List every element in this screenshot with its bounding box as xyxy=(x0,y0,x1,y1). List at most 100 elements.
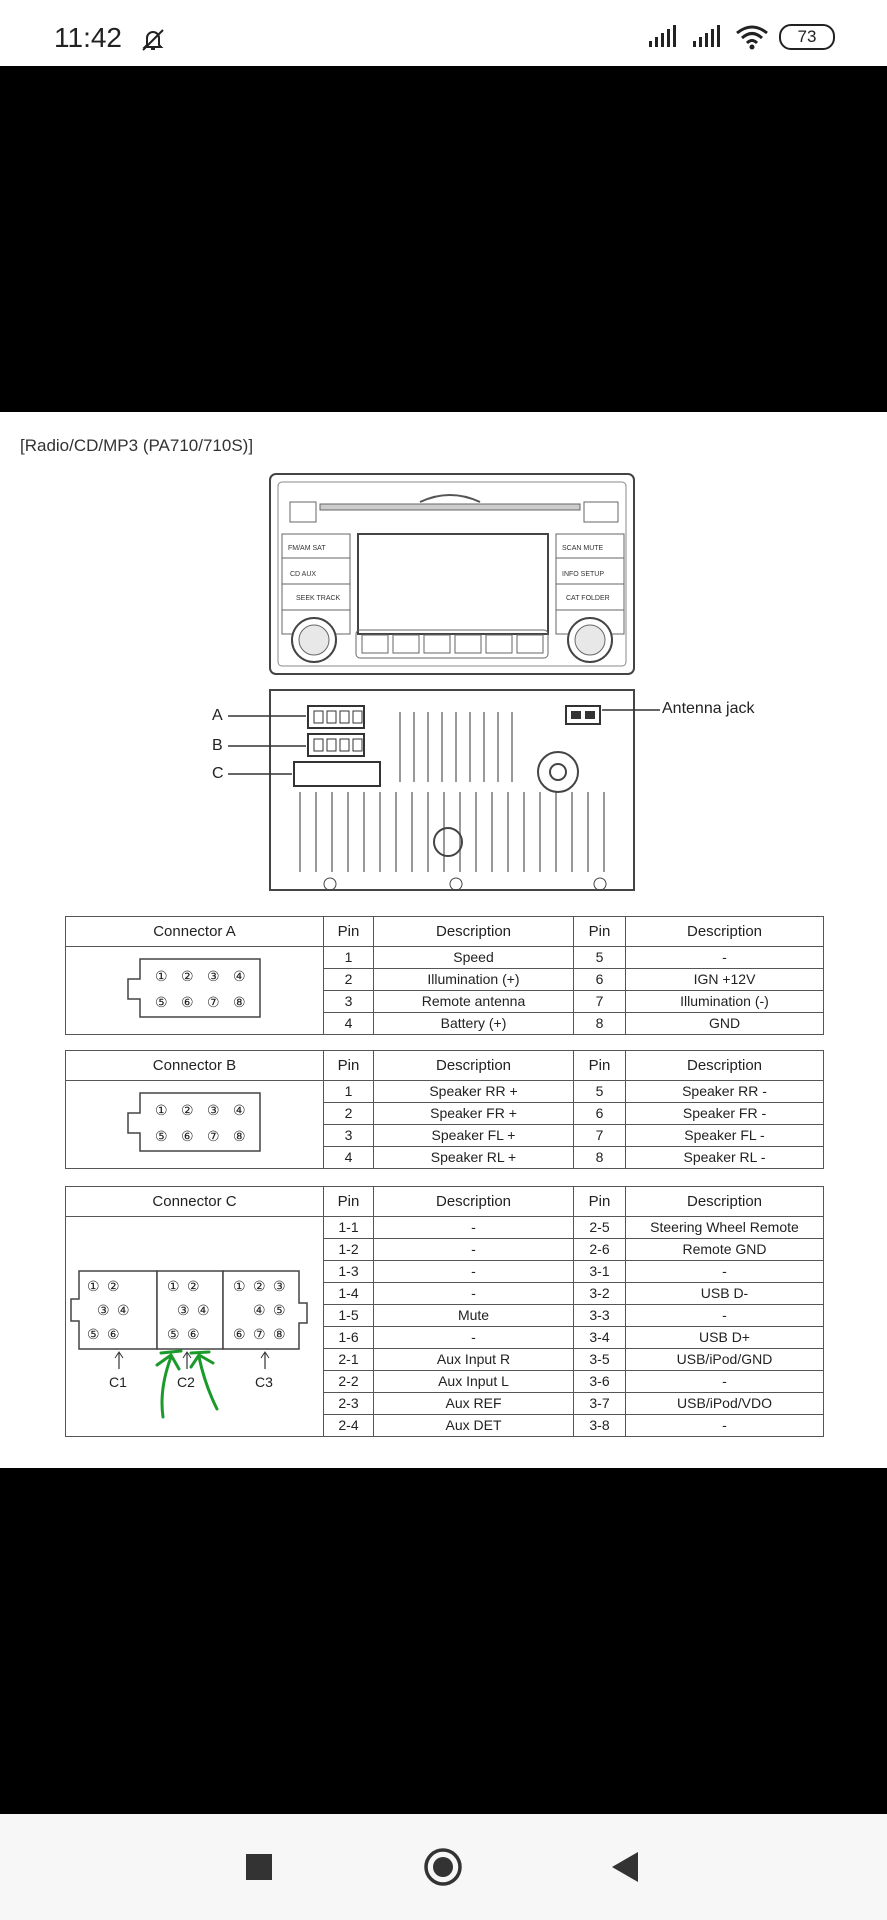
status-bar: 11:42 73 xyxy=(0,0,887,66)
table-row: 4 Battery (+) 8 GND xyxy=(66,1012,824,1035)
radio-unit-diagram: FM/AM SAT CD AUX SEEK TRACK SCAN MUTE IN… xyxy=(228,473,660,891)
handwritten-annotation xyxy=(155,1349,218,1418)
navigation-bar xyxy=(0,1814,887,1920)
header-pin: Pin xyxy=(323,916,374,947)
table-header: Connector B Pin Description Pin Descript… xyxy=(65,1050,824,1081)
description-cell: - xyxy=(625,1260,824,1283)
recent-apps-icon[interactable] xyxy=(246,1854,272,1880)
pin-cell: 1-3 xyxy=(323,1260,374,1283)
table-header: Connector C Pin Description Pin Descript… xyxy=(65,1186,824,1217)
description-cell: USB/iPod/VDO xyxy=(625,1392,824,1415)
description-cell: Speaker RR - xyxy=(625,1080,824,1103)
label-c: C xyxy=(212,765,224,782)
header-pin-2: Pin xyxy=(573,1050,626,1081)
table-row: 2 Illumination (+) 6 IGN +12V xyxy=(66,968,824,991)
description-cell: Mute xyxy=(373,1304,574,1327)
description-cell: USB D+ xyxy=(625,1326,824,1349)
table-row: 2 Speaker FR + 6 Speaker FR - xyxy=(66,1102,824,1125)
header-description-2: Description xyxy=(625,1050,824,1081)
description-cell: GND xyxy=(625,1012,824,1035)
c1-pin: ① xyxy=(87,1278,100,1294)
pin-cell: 8 xyxy=(573,1146,626,1169)
header-description: Description xyxy=(373,1186,574,1217)
pin-cell: 2-1 xyxy=(323,1348,374,1371)
description-cell: Illumination (-) xyxy=(625,990,824,1013)
c2-label: C2 xyxy=(177,1374,195,1390)
table-row: 3 Speaker FL + 7 Speaker FL - xyxy=(66,1124,824,1147)
black-band-bottom xyxy=(0,1468,887,1814)
pin-cell: 3-5 xyxy=(573,1348,626,1371)
conn-a-pin: ⑥ xyxy=(181,994,194,1010)
description-cell: - xyxy=(625,946,824,969)
c2-pin: ⑥ xyxy=(187,1326,200,1342)
back-icon[interactable] xyxy=(612,1852,640,1882)
description-cell: Remote antenna xyxy=(373,990,574,1013)
black-band-top xyxy=(0,66,887,412)
c2-pin: ② xyxy=(187,1278,200,1294)
btn-cd: CD AUX xyxy=(290,571,316,578)
signal-icon-2 xyxy=(693,25,720,47)
description-cell: - xyxy=(373,1326,574,1349)
header-pin-2: Pin xyxy=(573,916,626,947)
conn-a-pin: ⑧ xyxy=(233,994,246,1010)
connector-b-drawing: ① ② ③ ④ ⑤ ⑥ ⑦ ⑧ xyxy=(65,1080,324,1169)
description-cell: - xyxy=(373,1238,574,1261)
battery-icon: 73 xyxy=(779,24,835,50)
c3-label: C3 xyxy=(255,1374,273,1390)
table-row: 2-4 Aux DET 3-8 - xyxy=(66,1414,824,1437)
header-connector: Connector C xyxy=(65,1186,324,1217)
connector-c-drawing: ① ② ③ ④ ⑤ ⑥ ① ② ③ ④ ⑤ ⑥ ① ② ③ ④ ⑤ xyxy=(65,1216,324,1437)
connector-b-table: Connector B Pin Description Pin Descript… xyxy=(65,1050,824,1169)
c3-pin: ③ xyxy=(273,1278,286,1294)
conn-a-pin: ④ xyxy=(233,968,246,984)
description-cell: - xyxy=(625,1304,824,1327)
pin-cell: 8 xyxy=(573,1012,626,1035)
pin-cell: 3-1 xyxy=(573,1260,626,1283)
conn-b-pin: ② xyxy=(181,1102,194,1118)
c1-pin: ④ xyxy=(117,1302,130,1318)
pin-cell: 5 xyxy=(573,1080,626,1103)
pin-cell: 2-6 xyxy=(573,1238,626,1261)
c3-pin: ④ xyxy=(253,1302,266,1318)
connector-c-outline: ① ② ③ ④ ⑤ ⑥ ① ② ③ ④ ⑤ ⑥ ① ② ③ ④ ⑤ xyxy=(69,1269,308,1418)
status-time: 11:42 xyxy=(54,22,122,53)
pin-cell: 1 xyxy=(323,946,374,969)
pin-cell: 4 xyxy=(323,1012,374,1035)
pin-cell: 3-3 xyxy=(573,1304,626,1327)
description-cell: Illumination (+) xyxy=(373,968,574,991)
caption: [Radio/CD/MP3 (PA710/710S)] xyxy=(20,436,254,455)
c1-label: C1 xyxy=(109,1374,127,1390)
description-cell: Speaker RL + xyxy=(373,1146,574,1169)
description-cell: USB/iPod/GND xyxy=(625,1348,824,1371)
description-cell: Remote GND xyxy=(625,1238,824,1261)
pin-cell: 3-6 xyxy=(573,1370,626,1393)
pin-cell: 5 xyxy=(573,946,626,969)
header-description-2: Description xyxy=(625,916,824,947)
pin-cell: 1-5 xyxy=(323,1304,374,1327)
pin-cell: 1-4 xyxy=(323,1282,374,1305)
label-b: B xyxy=(212,737,223,754)
conn-b-pin: ① xyxy=(155,1102,168,1118)
pin-cell: 7 xyxy=(573,990,626,1013)
description-cell: USB D- xyxy=(625,1282,824,1305)
pin-cell: 1-1 xyxy=(323,1216,374,1239)
c3-pin: ① xyxy=(233,1278,246,1294)
pin-cell: 2-5 xyxy=(573,1216,626,1239)
pin-cell: 3-2 xyxy=(573,1282,626,1305)
connector-a-drawing: ① ② ③ ④ ⑤ ⑥ ⑦ ⑧ xyxy=(65,946,324,1035)
pin-cell: 1 xyxy=(323,1080,374,1103)
header-description: Description xyxy=(373,1050,574,1081)
description-cell: Steering Wheel Remote xyxy=(625,1216,824,1239)
description-cell: Aux Input R xyxy=(373,1348,574,1371)
pin-cell: 4 xyxy=(323,1146,374,1169)
signal-icon xyxy=(649,25,676,47)
c3-pin: ⑥ xyxy=(233,1326,246,1342)
btn-scan: SCAN MUTE xyxy=(562,545,604,552)
table-row: ① ② ③ ④ ⑤ ⑥ ⑦ ⑧ 1 Speaker RR + 5 Speaker… xyxy=(65,1080,824,1169)
description-cell: Speaker RL - xyxy=(625,1146,824,1169)
document-image[interactable]: [Radio/CD/MP3 (PA710/710S)] FM/AM SAT CD… xyxy=(0,412,887,1468)
conn-a-pin: ⑤ xyxy=(155,994,168,1010)
home-icon[interactable] xyxy=(423,1847,463,1887)
c3-pin: ② xyxy=(253,1278,266,1294)
conn-b-pin: ③ xyxy=(207,1102,220,1118)
